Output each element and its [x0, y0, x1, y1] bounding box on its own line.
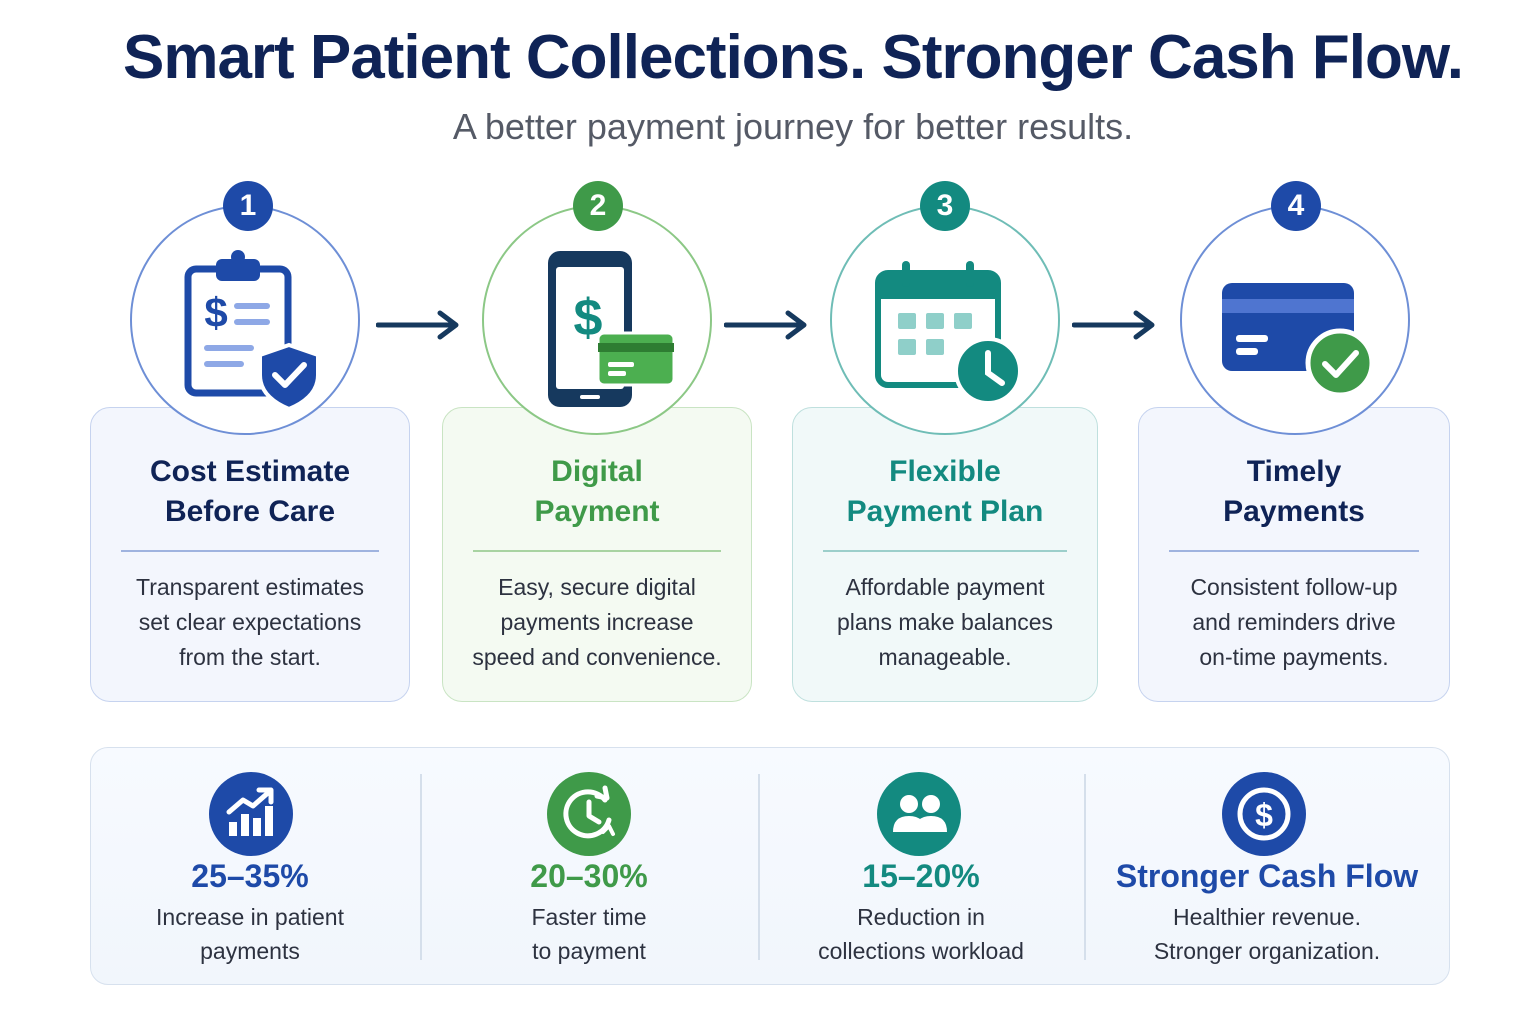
stat-value: 20–30% — [530, 858, 648, 894]
arrow-right-icon — [724, 310, 807, 340]
arrow-right-icon — [1072, 310, 1155, 340]
stat-icon-badge — [877, 772, 961, 856]
step-number-badge: 3 — [920, 181, 970, 231]
dollar-coin-icon: $ — [1237, 787, 1291, 841]
stat-icon-badge — [209, 772, 293, 856]
step-divider — [1169, 550, 1419, 552]
stat-value: 25–35% — [191, 858, 309, 894]
stat-divider — [1084, 774, 1086, 960]
step-divider — [473, 550, 721, 552]
step-icon-ring — [1180, 205, 1410, 435]
step-icon-ring — [830, 205, 1060, 435]
page-subtitle: A better payment journey for better resu… — [452, 106, 1134, 147]
phone-payment-icon: $ — [548, 251, 676, 407]
stat-label: Healthier revenue.Stronger organization. — [1153, 904, 1381, 964]
step-number-badge: 4 — [1271, 181, 1321, 231]
credit-card-check-icon — [1222, 283, 1375, 398]
step-number-badge: 1 — [223, 181, 273, 231]
clipboard-shield-icon: $ — [184, 250, 320, 412]
step-divider — [121, 550, 379, 552]
step-divider — [823, 550, 1067, 552]
clock-cycle-icon — [563, 785, 615, 839]
stat-icon-badge — [547, 772, 631, 856]
arrow-right-icon — [376, 310, 459, 340]
step-icon-ring: $ — [130, 205, 360, 435]
people-icon — [893, 795, 947, 832]
stat-divider — [758, 774, 760, 960]
stat-divider — [420, 774, 422, 960]
svg-text:$: $ — [1255, 797, 1273, 833]
calendar-clock-icon — [875, 261, 1022, 405]
svg-text:$: $ — [204, 289, 227, 336]
stat-value: 15–20% — [862, 858, 980, 894]
step-number-badge: 2 — [573, 181, 623, 231]
growth-chart-icon — [226, 787, 274, 836]
page-title: Smart Patient Collections. Stronger Cash… — [122, 23, 1464, 92]
stat-value: Stronger Cash Flow — [1115, 858, 1419, 894]
step-icon-ring: $ — [482, 205, 712, 435]
stat-icon-badge: $ — [1222, 772, 1306, 856]
stat-cash-flow: $ Stronger Cash Flow Healthier revenue.S… — [1085, 748, 1449, 984]
